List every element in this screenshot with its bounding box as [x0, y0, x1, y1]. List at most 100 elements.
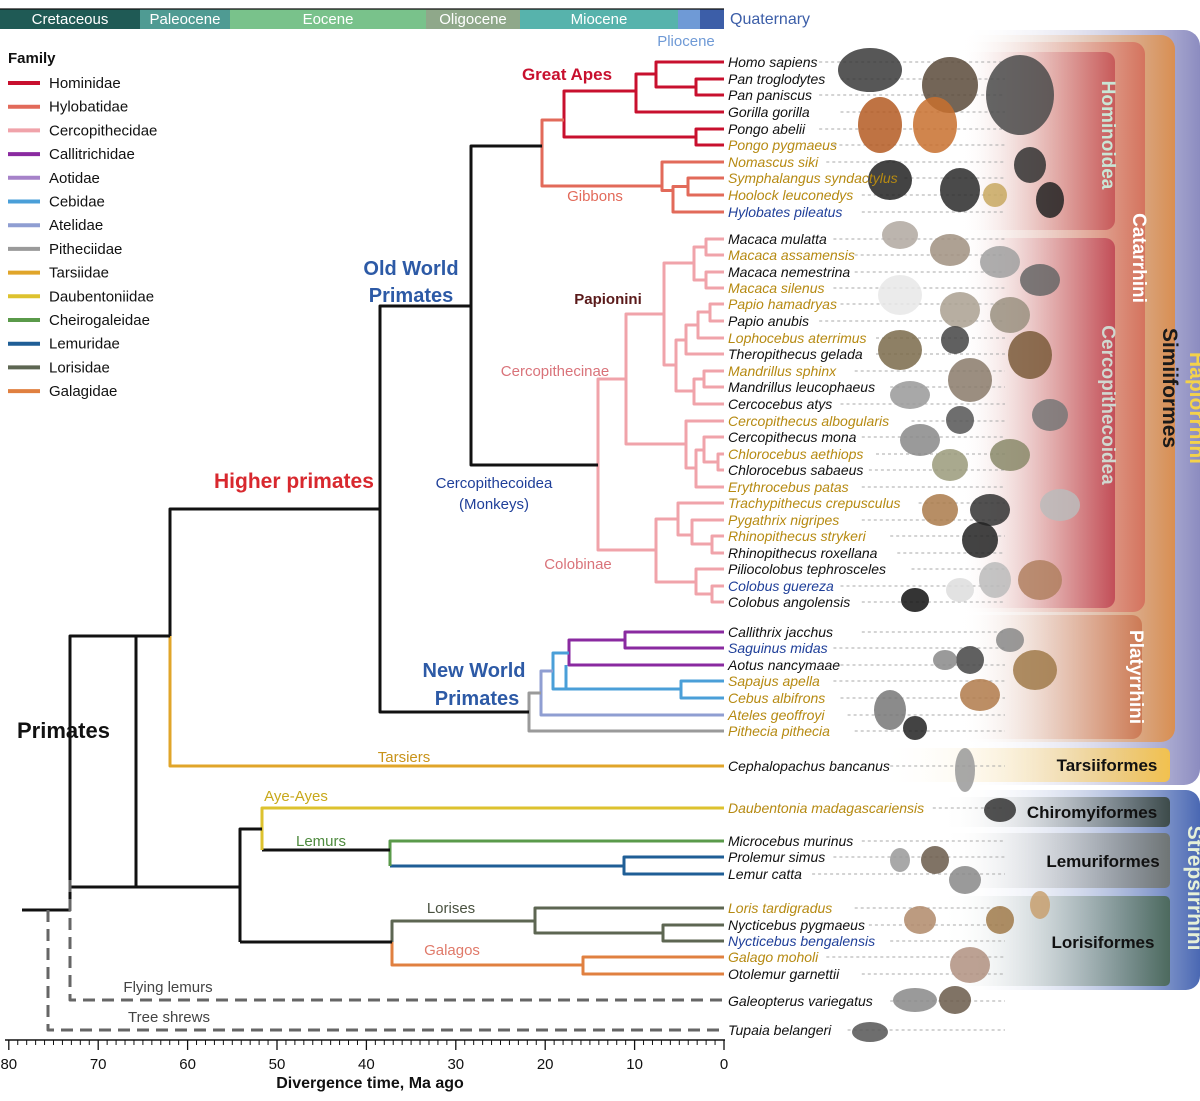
species-label: Otolemur garnettii [728, 966, 840, 982]
clade-flying-lemurs: Flying lemurs [123, 979, 212, 996]
animal-illustration [874, 690, 906, 730]
legend-label: Daubentoniidae [49, 288, 154, 305]
branch-tarsiers [168, 636, 724, 768]
species-label: Trachypithecus crepusculus [728, 495, 900, 511]
epoch-eocene [230, 9, 426, 29]
species-label: Symphalangus syndactylus [728, 170, 898, 186]
animal-illustration [990, 297, 1030, 333]
animal-illustration [970, 494, 1010, 526]
animal-illustration [990, 439, 1030, 471]
legend-label: Hominidae [49, 75, 121, 92]
species-label: Pongo abelii [728, 121, 806, 137]
legend-title: Family [8, 50, 56, 67]
species-label: Theropithecus gelada [728, 346, 863, 362]
animal-illustration [1020, 264, 1060, 296]
axis-tick-label: 0 [720, 1056, 728, 1073]
animal-illustration [980, 246, 1020, 278]
animal-illustration [986, 55, 1054, 135]
clade-galagos: Galagos [424, 942, 480, 959]
epoch-label-miocene: Miocene [571, 11, 628, 28]
species-label: Cercopithecus mona [728, 429, 857, 445]
branch-hominoidea [540, 118, 662, 188]
animal-illustration [858, 97, 902, 153]
species-label: Mandrillus leucophaeus [728, 379, 875, 395]
lemuriformes-box [940, 833, 1170, 888]
animal-illustration [950, 947, 990, 983]
branch-catarrhini [469, 144, 569, 467]
branch-higher-primates [168, 507, 380, 636]
species-label: Mandrillus sphinx [728, 363, 837, 379]
animal-illustration [932, 449, 968, 481]
axis-tick-label: 40 [358, 1056, 375, 1073]
species-label: Pan paniscus [728, 87, 812, 103]
legend-label: Callitrichidae [49, 146, 135, 163]
legend-label: Lorisidae [49, 359, 110, 376]
species-label: Gorilla gorilla [728, 104, 810, 120]
species-label: Papio hamadryas [728, 296, 837, 312]
branch-nycticebus [661, 923, 724, 943]
branch-lorises [390, 919, 535, 942]
legend-label: Lemuridae [49, 336, 120, 353]
clade-cercopithecoidea-line1: Cercopithecoidea [436, 475, 553, 492]
animal-illustration [913, 97, 957, 153]
branch-macaca [692, 245, 706, 282]
species-label: Macaca nemestrina [728, 264, 850, 280]
clade-old-world-line2: Primates [369, 285, 454, 307]
legend-label: Pitheciidae [49, 241, 122, 258]
species-label: Loris tardigradus [728, 900, 832, 916]
epoch-label-quaternary: Quaternary [730, 11, 810, 28]
epoch-label-cretaceous: Cretaceous [32, 11, 109, 28]
species-label: Aotus nancymaae [727, 657, 840, 673]
species-label: Rhinopithecus roxellana [728, 545, 878, 561]
animal-illustration [962, 522, 998, 558]
species-label: Nycticebus pygmaeus [728, 917, 865, 933]
clade-papionini: Papionini [574, 291, 642, 308]
branch-mandr-cerco [692, 377, 724, 406]
animal-illustration [955, 748, 975, 792]
animal-illustration [946, 406, 974, 434]
species-label: Colobus guereza [728, 578, 834, 594]
species-label: Prolemur simus [728, 849, 825, 865]
axis-tick-label: 30 [447, 1056, 464, 1073]
branch-cebus [679, 679, 724, 700]
animal-illustration [986, 906, 1014, 934]
animal-illustration [1036, 182, 1064, 218]
species-label: Homo sapiens [728, 54, 818, 70]
animal-illustration [1030, 891, 1050, 919]
animal-illustration [893, 988, 937, 1012]
catarrhini-label: Catarrhini [1128, 213, 1149, 303]
animal-illustration [979, 562, 1011, 598]
lemuriformes-label: Lemuriformes [1046, 852, 1159, 871]
branch-colob-e [694, 567, 724, 596]
axis-tick-label: 50 [269, 1056, 286, 1073]
branch-lemuriformes [238, 827, 262, 942]
branch-microcebus [388, 839, 724, 866]
epoch-label-pliocene: Pliocene [657, 33, 715, 50]
species-label: Pongo pygmaeus [728, 137, 837, 153]
animal-illustration [878, 330, 922, 370]
animal-illustration [939, 986, 971, 1014]
branch-lorisidae [533, 906, 724, 935]
clade-primates: Primates [17, 718, 110, 743]
branch-callithrix [623, 630, 724, 650]
legend-label: Tarsiidae [49, 265, 109, 282]
animal-illustration [1018, 560, 1062, 600]
species-label: Hoolock leuconedys [728, 187, 853, 203]
animal-illustration [882, 221, 918, 249]
species-label: Pithecia pithecia [728, 723, 830, 739]
branch-primates-stem [48, 762, 72, 912]
animal-illustration [984, 798, 1016, 822]
clade-cercopithecinae: Cercopithecinae [501, 363, 609, 380]
clade-tree-shrews: Tree shrews [128, 1009, 210, 1026]
clade-lemurs: Lemurs [296, 833, 346, 850]
lorisiformes-label: Lorisiformes [1052, 933, 1155, 952]
epoch-oligocene [426, 9, 520, 29]
animal-illustration [940, 292, 980, 328]
branch-gibbons-c [660, 160, 724, 192]
animal-illustration [903, 716, 927, 740]
animal-illustration [933, 650, 957, 670]
branch-mandrillus [702, 369, 724, 389]
species-label: Piliocolobus tephrosceles [728, 561, 886, 577]
species-label: Cercopithecus albogularis [728, 413, 889, 429]
